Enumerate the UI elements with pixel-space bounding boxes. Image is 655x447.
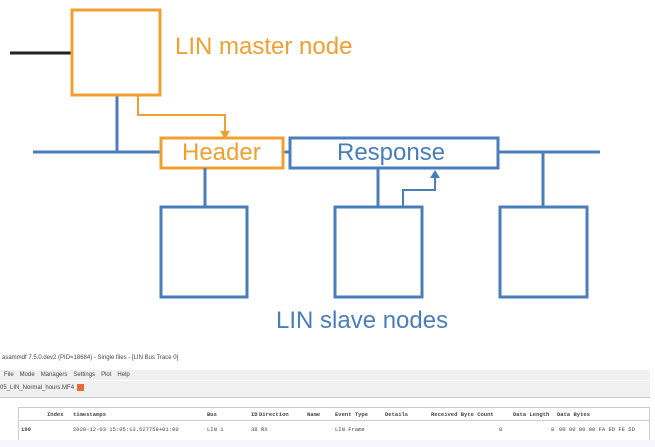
menu-help[interactable]: Help: [117, 372, 130, 378]
master-node-label: LIN master node: [175, 33, 353, 60]
menu-mode[interactable]: Mode: [19, 372, 35, 378]
slave-nodes-label: LIN slave nodes: [276, 307, 449, 334]
response-arrow-head: [430, 170, 440, 178]
header-arrow: [137, 95, 226, 133]
file-tab[interactable]: 05_LIN_Normal_hours.MF4: [0, 384, 85, 391]
response-box: [288, 136, 500, 170]
col-id[interactable]: ID: [251, 410, 258, 418]
menu-file[interactable]: File: [4, 372, 14, 378]
col-data-bytes[interactable]: Data Bytes: [557, 410, 591, 418]
asammdf-window: asammdf 7.5.0.dev2 (PID=18684) - Single …: [0, 350, 655, 447]
table-row[interactable]: 190 2020-12-03 15:05:13.527758+01:00 LIN…: [21, 425, 635, 433]
header-box: [159, 136, 285, 170]
response-arrow: [402, 176, 436, 207]
col-bus[interactable]: Bus: [207, 410, 217, 418]
lin-diagram: [10, 8, 600, 299]
table-header: Index timestamps Bus ID Direction Name E…: [19, 408, 649, 421]
slave-node-box-2: [333, 205, 424, 299]
col-event-type[interactable]: Event Type: [335, 410, 369, 418]
col-index[interactable]: Index: [47, 410, 64, 418]
window-title: asammdf 7.5.0.dev2 (PID=18684) - Single …: [2, 355, 179, 361]
master-node-box: [70, 8, 162, 97]
col-direction[interactable]: Direction: [259, 410, 289, 418]
col-data-length[interactable]: Data Length: [513, 410, 550, 418]
header-arrow-head: [220, 131, 230, 139]
slave-node-box-1: [159, 205, 249, 299]
header-label: Header: [182, 139, 261, 166]
col-details[interactable]: Details: [385, 410, 409, 418]
tab-bar: 05_LIN_Normal_hours.MF4: [0, 381, 650, 398]
trace-table: Index timestamps Bus ID Direction Name E…: [18, 407, 650, 443]
menu-settings[interactable]: Settings: [73, 372, 96, 378]
menu-managers[interactable]: Managers: [40, 372, 68, 378]
col-name[interactable]: Name: [307, 410, 321, 418]
menu-plot[interactable]: Plot: [101, 372, 112, 378]
close-icon[interactable]: [77, 384, 85, 391]
menu-bar: File Mode Managers Settings Plot Help: [0, 370, 650, 380]
file-tab-label: 05_LIN_Normal_hours.MF4: [0, 384, 75, 391]
col-received-byte-count[interactable]: Received Byte Count: [431, 410, 494, 418]
col-timestamps[interactable]: timestamps: [73, 410, 107, 418]
status-area: [0, 440, 655, 447]
slave-node-box-3: [498, 205, 589, 299]
response-label: Response: [337, 139, 446, 166]
